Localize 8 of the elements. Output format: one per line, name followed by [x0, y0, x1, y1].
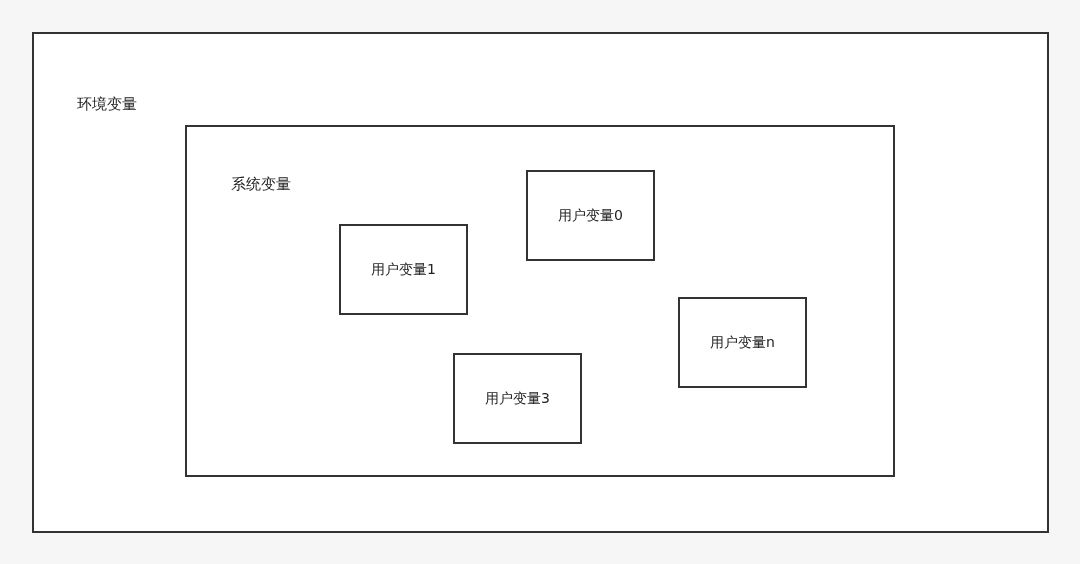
- variable-box: 用户变量0: [526, 170, 655, 261]
- variable-box: 用户变量1: [339, 224, 468, 315]
- container-box: [185, 125, 895, 477]
- container-box: [32, 32, 1049, 533]
- container-heading: 系统变量: [231, 175, 291, 194]
- variable-box: 用户变量n: [678, 297, 807, 388]
- variable-box: 用户变量3: [453, 353, 582, 444]
- container-heading: 环境变量: [77, 95, 137, 114]
